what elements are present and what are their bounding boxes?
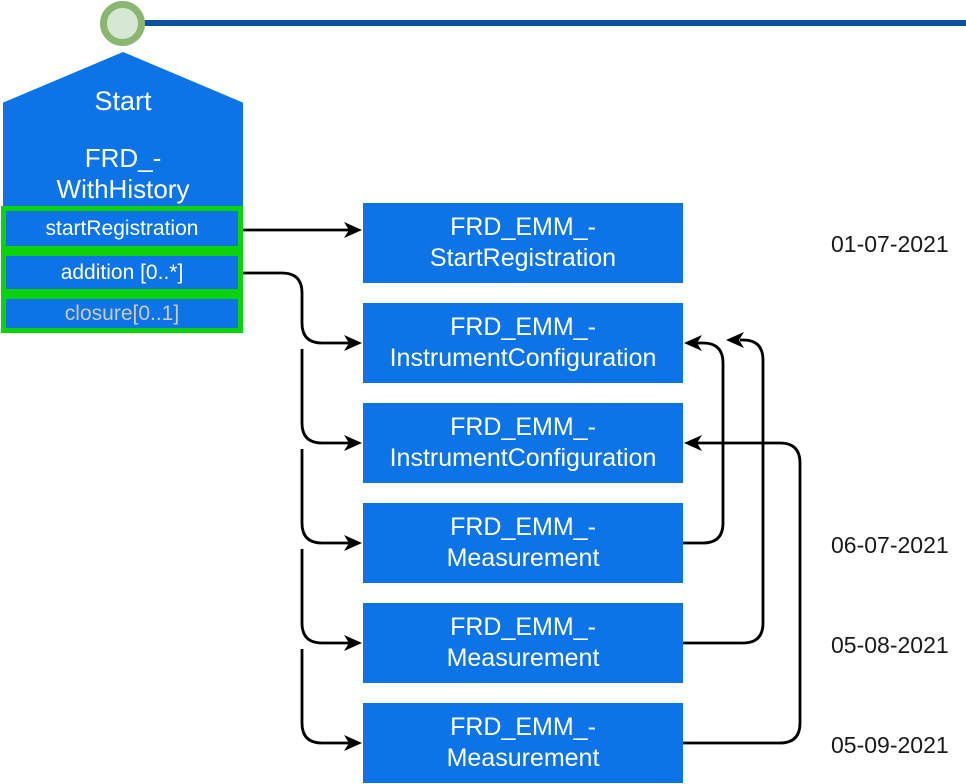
event-box-line1: FRD_EMM_- <box>450 513 596 541</box>
start-state-name-line2: WithHistory <box>56 174 190 204</box>
event-box-measurement-2: FRD_EMM_- Measurement <box>363 603 683 683</box>
start-state-title: Start <box>94 86 152 116</box>
arrow-addition-branch-4 <box>300 549 349 645</box>
event-box-line1: FRD_EMM_- <box>450 313 596 341</box>
operation-label: addition [0..*] <box>60 260 184 284</box>
event-box-line2: Measurement <box>446 644 600 672</box>
event-box-instrument-configuration-2: FRD_EMM_- InstrumentConfiguration <box>363 403 683 483</box>
event-box-start-registration: FRD_EMM_- StartRegistration <box>363 203 683 283</box>
event-box-instrument-configuration-1: FRD_EMM_- InstrumentConfiguration <box>363 303 683 383</box>
start-state-name: FRD_- WithHistory <box>3 143 243 205</box>
operation-row-closure: closure[0..1] <box>1 294 243 333</box>
arrow-addition-branch-1 <box>243 271 349 345</box>
event-box-measurement-3: FRD_EMM_- Measurement <box>363 703 683 783</box>
arrow-addition-branch-3 <box>300 449 349 545</box>
event-box-line2: StartRegistration <box>429 244 617 272</box>
event-box-line2: InstrumentConfiguration <box>389 444 657 472</box>
operation-label: closure[0..1] <box>64 301 180 325</box>
arrow-addition-branch-5 <box>300 649 349 745</box>
arrow-measurement1-to-config1 <box>683 341 725 545</box>
date-label-3: 05-08-2021 <box>831 632 949 658</box>
date-label-4: 05-09-2021 <box>831 732 949 758</box>
date-label-1: 01-07-2021 <box>831 231 949 257</box>
arrow-addition-branch-2 <box>300 349 349 445</box>
event-box-line2: InstrumentConfiguration <box>389 344 657 372</box>
date-label-2: 06-07-2021 <box>831 532 949 558</box>
event-box-line2: Measurement <box>446 744 600 772</box>
operation-label: startRegistration <box>45 216 199 240</box>
start-state-name-line1: FRD_- <box>84 143 162 173</box>
arrow-measurement2-to-config1 <box>683 338 765 645</box>
timeline-line <box>143 20 966 26</box>
event-box-line1: FRD_EMM_- <box>450 613 596 641</box>
event-box-measurement-1: FRD_EMM_- Measurement <box>363 503 683 583</box>
event-box-line1: FRD_EMM_- <box>450 213 596 241</box>
milestone-circle-icon <box>100 1 145 46</box>
event-box-line1: FRD_EMM_- <box>450 413 596 441</box>
operation-row-addition: addition [0..*] <box>1 251 243 294</box>
arrow-measurement3-to-config2 <box>683 441 802 745</box>
event-box-line1: FRD_EMM_- <box>450 713 596 741</box>
event-box-line2: Measurement <box>446 544 600 572</box>
operation-row-start-registration: startRegistration <box>1 206 243 251</box>
